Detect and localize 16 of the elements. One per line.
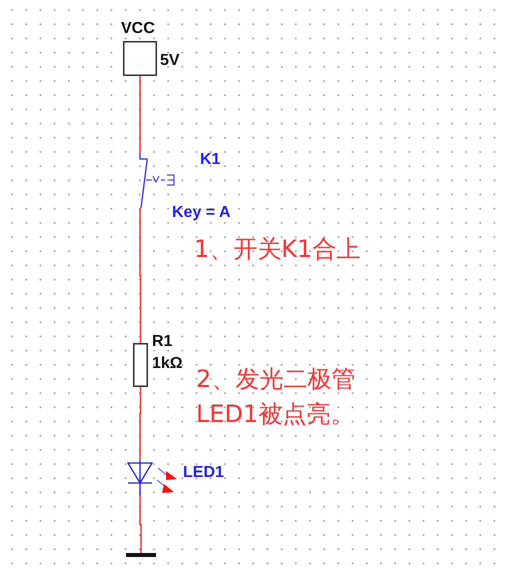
component-value: 1kΩ <box>152 356 183 372</box>
wire <box>139 496 142 553</box>
resistor-symbol <box>133 343 148 387</box>
key-label: Key = A <box>172 205 231 221</box>
vcc-source-box <box>123 41 157 76</box>
component-value: 5V <box>160 53 180 69</box>
ground-symbol <box>126 553 156 557</box>
wire <box>139 76 141 153</box>
component-name: K1 <box>200 152 220 168</box>
annotation-note: 2、发光二极管LED1被点亮。 <box>196 364 356 430</box>
component-name: VCC <box>121 21 155 37</box>
wire <box>139 208 142 343</box>
component-name: R1 <box>152 334 172 350</box>
wire <box>139 387 142 440</box>
annotation-note: 1、开关K1合上 <box>194 234 362 265</box>
component-name: LED1 <box>183 465 224 481</box>
